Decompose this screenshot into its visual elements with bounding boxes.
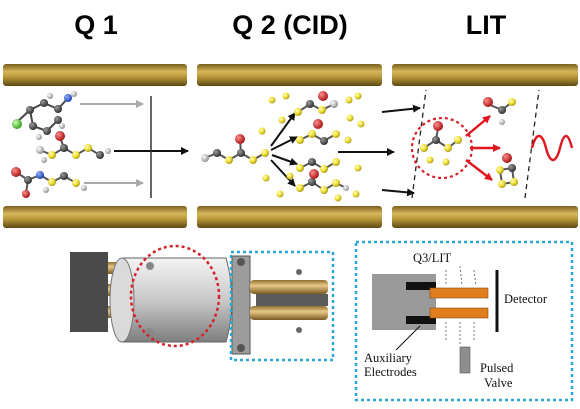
pulsed-valve (460, 347, 470, 373)
fragment-icon (296, 169, 349, 194)
fragment-icon (296, 119, 340, 145)
detector-label: Detector (504, 292, 548, 306)
trapped-ion (420, 121, 462, 166)
trap-rod-bottom (430, 308, 488, 318)
lit-boundary-left (412, 90, 426, 198)
instrument-photo (62, 240, 337, 400)
fragment-icon (296, 158, 340, 173)
molecule-icon (201, 134, 269, 164)
molecule-icon (12, 91, 77, 140)
pulsed-valve-label-line2: Valve (484, 376, 513, 390)
schematic-title: Q3/LIT (413, 251, 452, 265)
fragment-icon (294, 91, 338, 116)
header-lit: LIT (466, 10, 507, 40)
pulsed-valve-label-line1: Pulsed (480, 361, 514, 375)
q2-cid-region (201, 91, 394, 202)
rod-lit-top (392, 64, 578, 86)
aux-electrodes-label-line1: Auxiliary (364, 351, 413, 365)
rod-q2-bottom (197, 206, 382, 228)
lit-region (382, 90, 572, 198)
trap-rod-top (430, 288, 488, 298)
header-q1: Q 1 (74, 10, 118, 40)
rod-q1-top (3, 64, 187, 86)
fragment-icon (496, 153, 518, 188)
header-q2-cid: Q 2 (CID) (232, 10, 348, 40)
molecule-icon (11, 167, 87, 198)
aux-electrodes-label-line2: Electrodes (364, 365, 417, 379)
rod-q1-bottom (3, 206, 187, 228)
rod-lit-bottom (392, 206, 578, 228)
rod-q2-top (197, 64, 382, 86)
sine-wave-icon (532, 136, 572, 160)
q1-region (11, 91, 188, 198)
fragment-icon (483, 97, 516, 125)
q3-lit-schematic: Q3/LIT Detector Auxiliary Electrodes Pul… (356, 242, 572, 400)
molecule-icon (36, 131, 111, 163)
